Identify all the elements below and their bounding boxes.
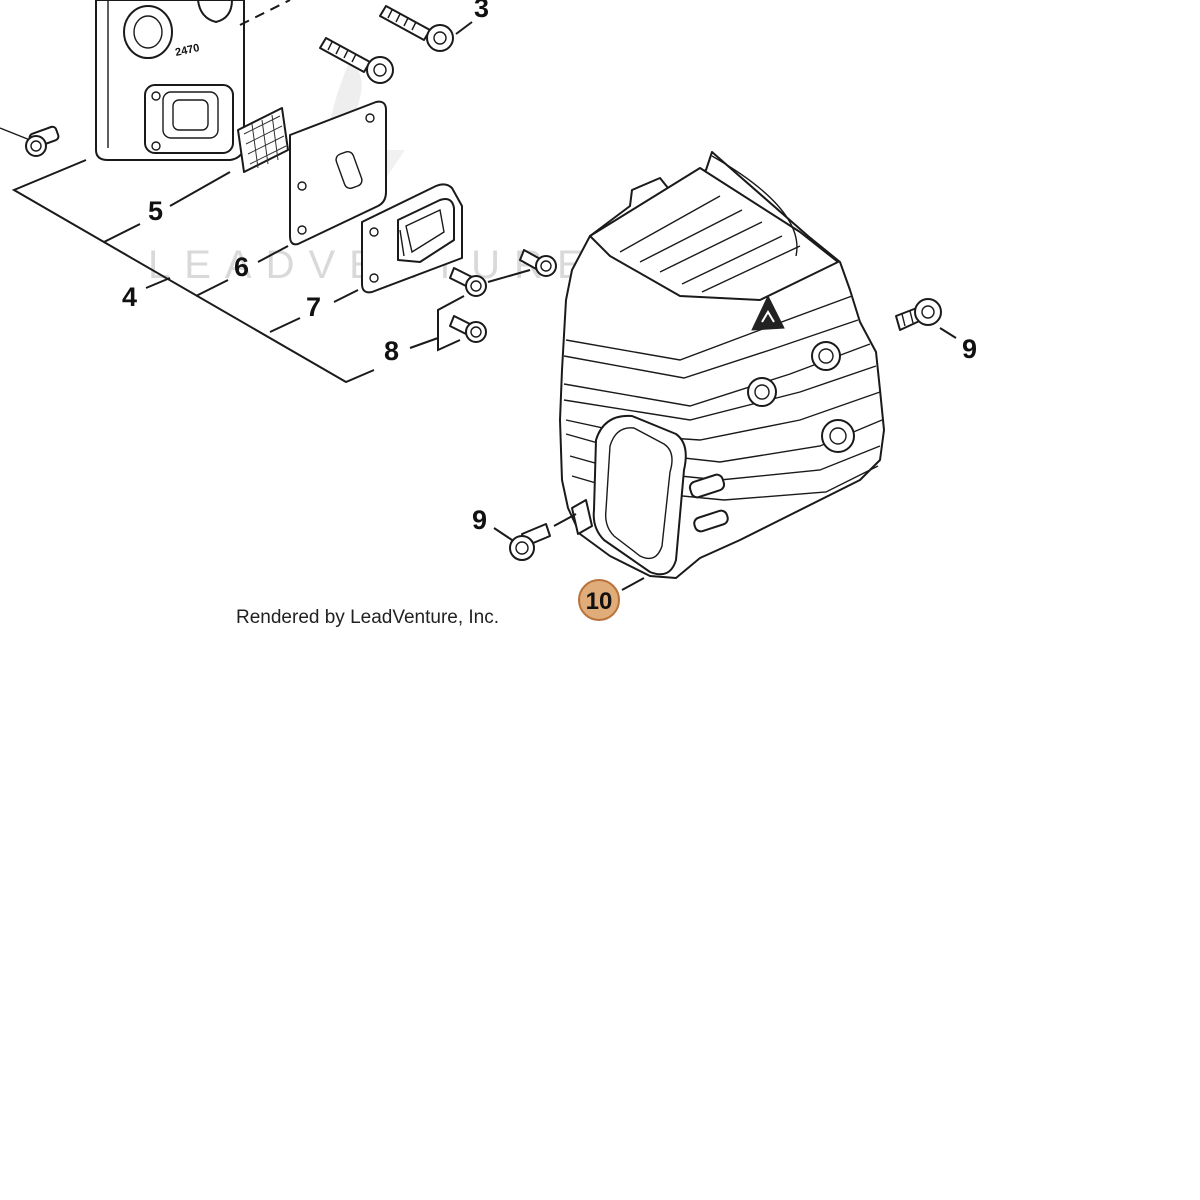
screen-part-5[interactable] (237, 107, 289, 173)
callout-4[interactable]: 4 (122, 282, 137, 312)
screw-part-8-top[interactable] (519, 249, 557, 277)
callout-6[interactable]: 6 (234, 252, 249, 282)
callout-3[interactable]: 3 (474, 0, 489, 23)
leader-line-3 (455, 21, 473, 35)
callout-10-highlight[interactable]: 10 (578, 579, 620, 621)
muffler-stamp: 2470 (174, 42, 200, 59)
leader-line-8 (409, 337, 439, 349)
screw-part-middle[interactable] (319, 37, 394, 84)
callout-10[interactable]: 10 (586, 588, 613, 615)
muffler-part[interactable]: 2470 (95, 0, 245, 161)
screw-part-8-upper[interactable] (449, 267, 487, 297)
render-credit: Rendered by LeadVenture, Inc. (236, 607, 499, 628)
screw-part-9-left[interactable] (509, 523, 551, 561)
deflector-part-7[interactable] (361, 183, 463, 294)
callout-9-right[interactable]: 9 (962, 334, 977, 364)
screw-part-9-right[interactable] (895, 298, 942, 331)
callout-5[interactable]: 5 (148, 196, 163, 226)
shroud-part-10[interactable] (559, 151, 885, 579)
screw-part-3[interactable] (379, 5, 454, 52)
leader-line-9-left-b (553, 513, 577, 527)
screw-left-small[interactable] (0, 125, 60, 157)
callout-10-badge[interactable] (578, 579, 620, 621)
gasket-part-6[interactable] (289, 100, 387, 246)
leader-line-9-left (493, 527, 513, 541)
dashed-guide-line (239, 0, 291, 26)
screw-part-8-lower[interactable] (449, 315, 487, 343)
callout-8[interactable]: 8 (384, 336, 399, 366)
callout-7[interactable]: 7 (306, 292, 321, 322)
leader-line-8a (487, 269, 531, 283)
leader-bracket-8 (437, 295, 465, 352)
callout-tree-lines (11, 159, 375, 384)
leader-line-9-right (939, 327, 957, 339)
callout-9-left[interactable]: 9 (472, 505, 487, 535)
leader-line-10 (621, 577, 645, 591)
